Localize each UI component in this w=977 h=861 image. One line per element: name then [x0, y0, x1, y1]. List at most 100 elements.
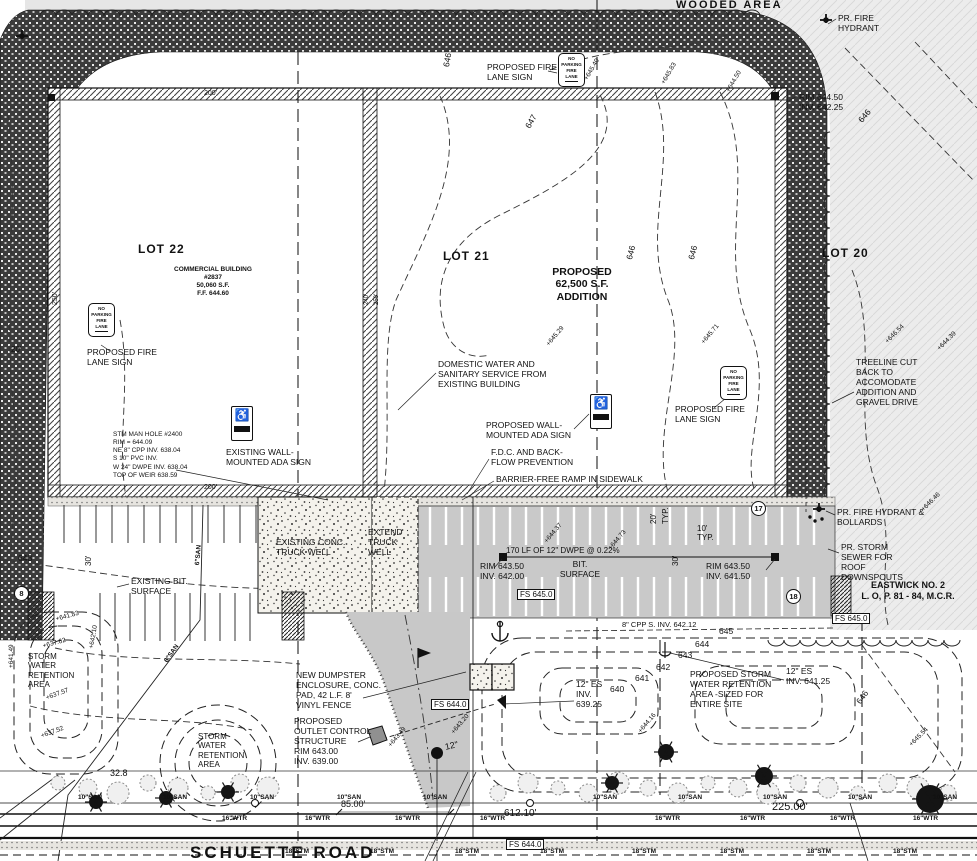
dimension-value: TYP. — [697, 533, 714, 542]
utility-label: 10"SAN — [678, 794, 703, 801]
utility-label: 18"STM — [285, 848, 310, 855]
retention-sw2-label: STORM WATER RETENTION AREA — [198, 732, 245, 770]
road-name-label: SCHUETTE ROAD — [190, 843, 376, 861]
contour-label: 643 — [678, 650, 693, 660]
utility-label: 10"SAN — [78, 794, 103, 801]
roof-drain-marker — [771, 92, 779, 100]
outlet-structure-icon — [367, 725, 388, 746]
tree-branch — [89, 792, 97, 803]
tree-branch — [95, 792, 103, 803]
tree-branch — [165, 788, 173, 799]
utility-label: 16"WTR — [830, 815, 856, 822]
dimension: 10'TYP. — [697, 524, 714, 542]
tree-icon — [50, 775, 66, 791]
lot21-label: LOT 21 — [443, 249, 490, 263]
utility-label: 10"SAN — [423, 794, 448, 801]
retention-contours — [13, 611, 963, 822]
contour-label: 640 — [610, 684, 625, 694]
utility-label: 18"STM — [455, 848, 480, 855]
keynote-bubble: 18 — [786, 589, 801, 604]
treeline-scallop — [767, 639, 961, 647]
utility-label: 16"WTR — [480, 815, 506, 822]
flag-icon — [417, 648, 431, 668]
dumpster-pad — [491, 663, 515, 691]
es-east-callout: 12" ES INV. 641.25 — [786, 666, 831, 687]
tree-branch — [665, 741, 673, 753]
tree-icon — [230, 773, 250, 793]
tree-icon — [200, 785, 216, 801]
hydrant-bollards-callout: PR. FIRE HYDRANT & BOLLARDS — [837, 507, 925, 528]
utility-label: 10"SAN — [763, 794, 788, 801]
bollards-icon — [808, 515, 824, 523]
spot-grade-box: FS 645.0 — [832, 613, 871, 624]
storm-sewer-roof-callout: PR. STORM SEWER FOR ROOF DOWNSPOUTS — [841, 542, 903, 583]
tree-branch — [605, 773, 613, 784]
lot22-label: LOT 22 — [138, 242, 185, 256]
no-parking-fire-lane-sign: NO PARKING FIRE LANE — [558, 53, 585, 88]
tree-branch — [929, 798, 940, 815]
tree-icon — [756, 781, 780, 805]
dumpster-callout: NEW DUMPSTER ENCLOSURE, CONC. PAD, 42 L.… — [296, 670, 382, 711]
no-parking-fire-lane-sign: NO PARKING FIRE LANE — [720, 366, 747, 401]
utility-label: 10"SAN — [337, 794, 362, 801]
dimension: 240' — [364, 293, 370, 305]
dimension: 20' — [11, 345, 22, 354]
dimension: 30' — [671, 555, 680, 566]
utility-label: 16"WTR — [305, 815, 331, 822]
tree-branch — [165, 797, 173, 808]
swale-area — [346, 612, 470, 808]
outlet-callout: PROPOSED OUTLET CONTROL STRUCTURE RIM 64… — [294, 716, 372, 767]
proposed-ada-callout: PROPOSED WALL- MOUNTED ADA SIGN — [486, 420, 572, 441]
dimension: 85.00' — [341, 799, 366, 809]
utility-label: 10"SAN — [848, 794, 873, 801]
tree-branch — [95, 801, 103, 812]
tree-branch — [763, 764, 772, 777]
tree-branch — [159, 788, 167, 799]
contour-label: 643 — [18, 553, 33, 563]
utility-label: 18"STM — [370, 848, 395, 855]
dimension: 250' — [52, 291, 59, 305]
fdc-callout: F.D.C. AND BACK- FLOW PREVENTION — [491, 447, 574, 468]
extend-truck-well-label: EXTEND TRUCK WELL — [368, 527, 403, 558]
storm-manhole-callout: STM MAN HOLE #2400 RIM = 644.09 NE 8" CP… — [113, 431, 188, 479]
dimension: 32.8 — [110, 768, 128, 778]
dimension: 200' — [204, 90, 218, 97]
tree-branch — [221, 782, 229, 793]
tree-branch — [159, 797, 167, 808]
tree-icon — [139, 774, 157, 792]
fire-hydrant-icon — [820, 14, 832, 23]
parking-stall-lines — [63, 505, 816, 641]
dumpster-pad — [469, 663, 493, 691]
fire-hydrant-icon — [813, 503, 825, 512]
tree-branch — [611, 782, 619, 793]
lot20-label: LOT 20 — [822, 246, 869, 260]
dimension: 225.00' — [772, 801, 808, 813]
tree-icon — [578, 783, 598, 803]
utility-label: 16"WTR — [913, 815, 939, 822]
sidewalk — [47, 496, 836, 507]
contour-label: 642 — [656, 662, 671, 672]
trees — [50, 741, 957, 815]
bit-surface-label: BIT. SURFACE — [559, 559, 601, 580]
building-walls — [47, 87, 788, 498]
dimension: 20' — [649, 513, 658, 524]
retention-sw1-label: STORM WATER RETENTION AREA — [28, 652, 75, 690]
utility-label: 10"SAN — [933, 794, 958, 801]
keynote-bubble: 17 — [751, 501, 766, 516]
fire-lane-sign-callout-east: PROPOSED FIRE LANE SIGN — [675, 404, 745, 425]
utility-label: 10"SAN — [163, 794, 188, 801]
utility-label: 16"WTR — [655, 815, 681, 822]
proposed-addition-label: PROPOSED 62,500 S.F. ADDITION — [552, 266, 612, 303]
wooded-area-label: WOODED AREA — [676, 0, 783, 11]
treeline-scallop — [823, 131, 831, 517]
existing-building-label: COMMERCIAL BUILDING #2837 50,060 S.F. F.… — [174, 266, 252, 298]
dwpe-pipe-label: 170 LF OF 12" DWPE @ 0.22% — [506, 546, 620, 555]
fire-hydrant-icon — [16, 30, 28, 39]
tree-branch — [920, 783, 931, 800]
contour-label: 645 — [719, 626, 734, 636]
fire-lane-sign-callout-top: PROPOSED FIRE LANE SIGN — [487, 62, 557, 83]
tree-icon — [489, 784, 507, 802]
tree-icon — [550, 780, 566, 796]
utility-label: 16"WTR — [740, 815, 766, 822]
treeline-scallops — [39, 9, 961, 647]
